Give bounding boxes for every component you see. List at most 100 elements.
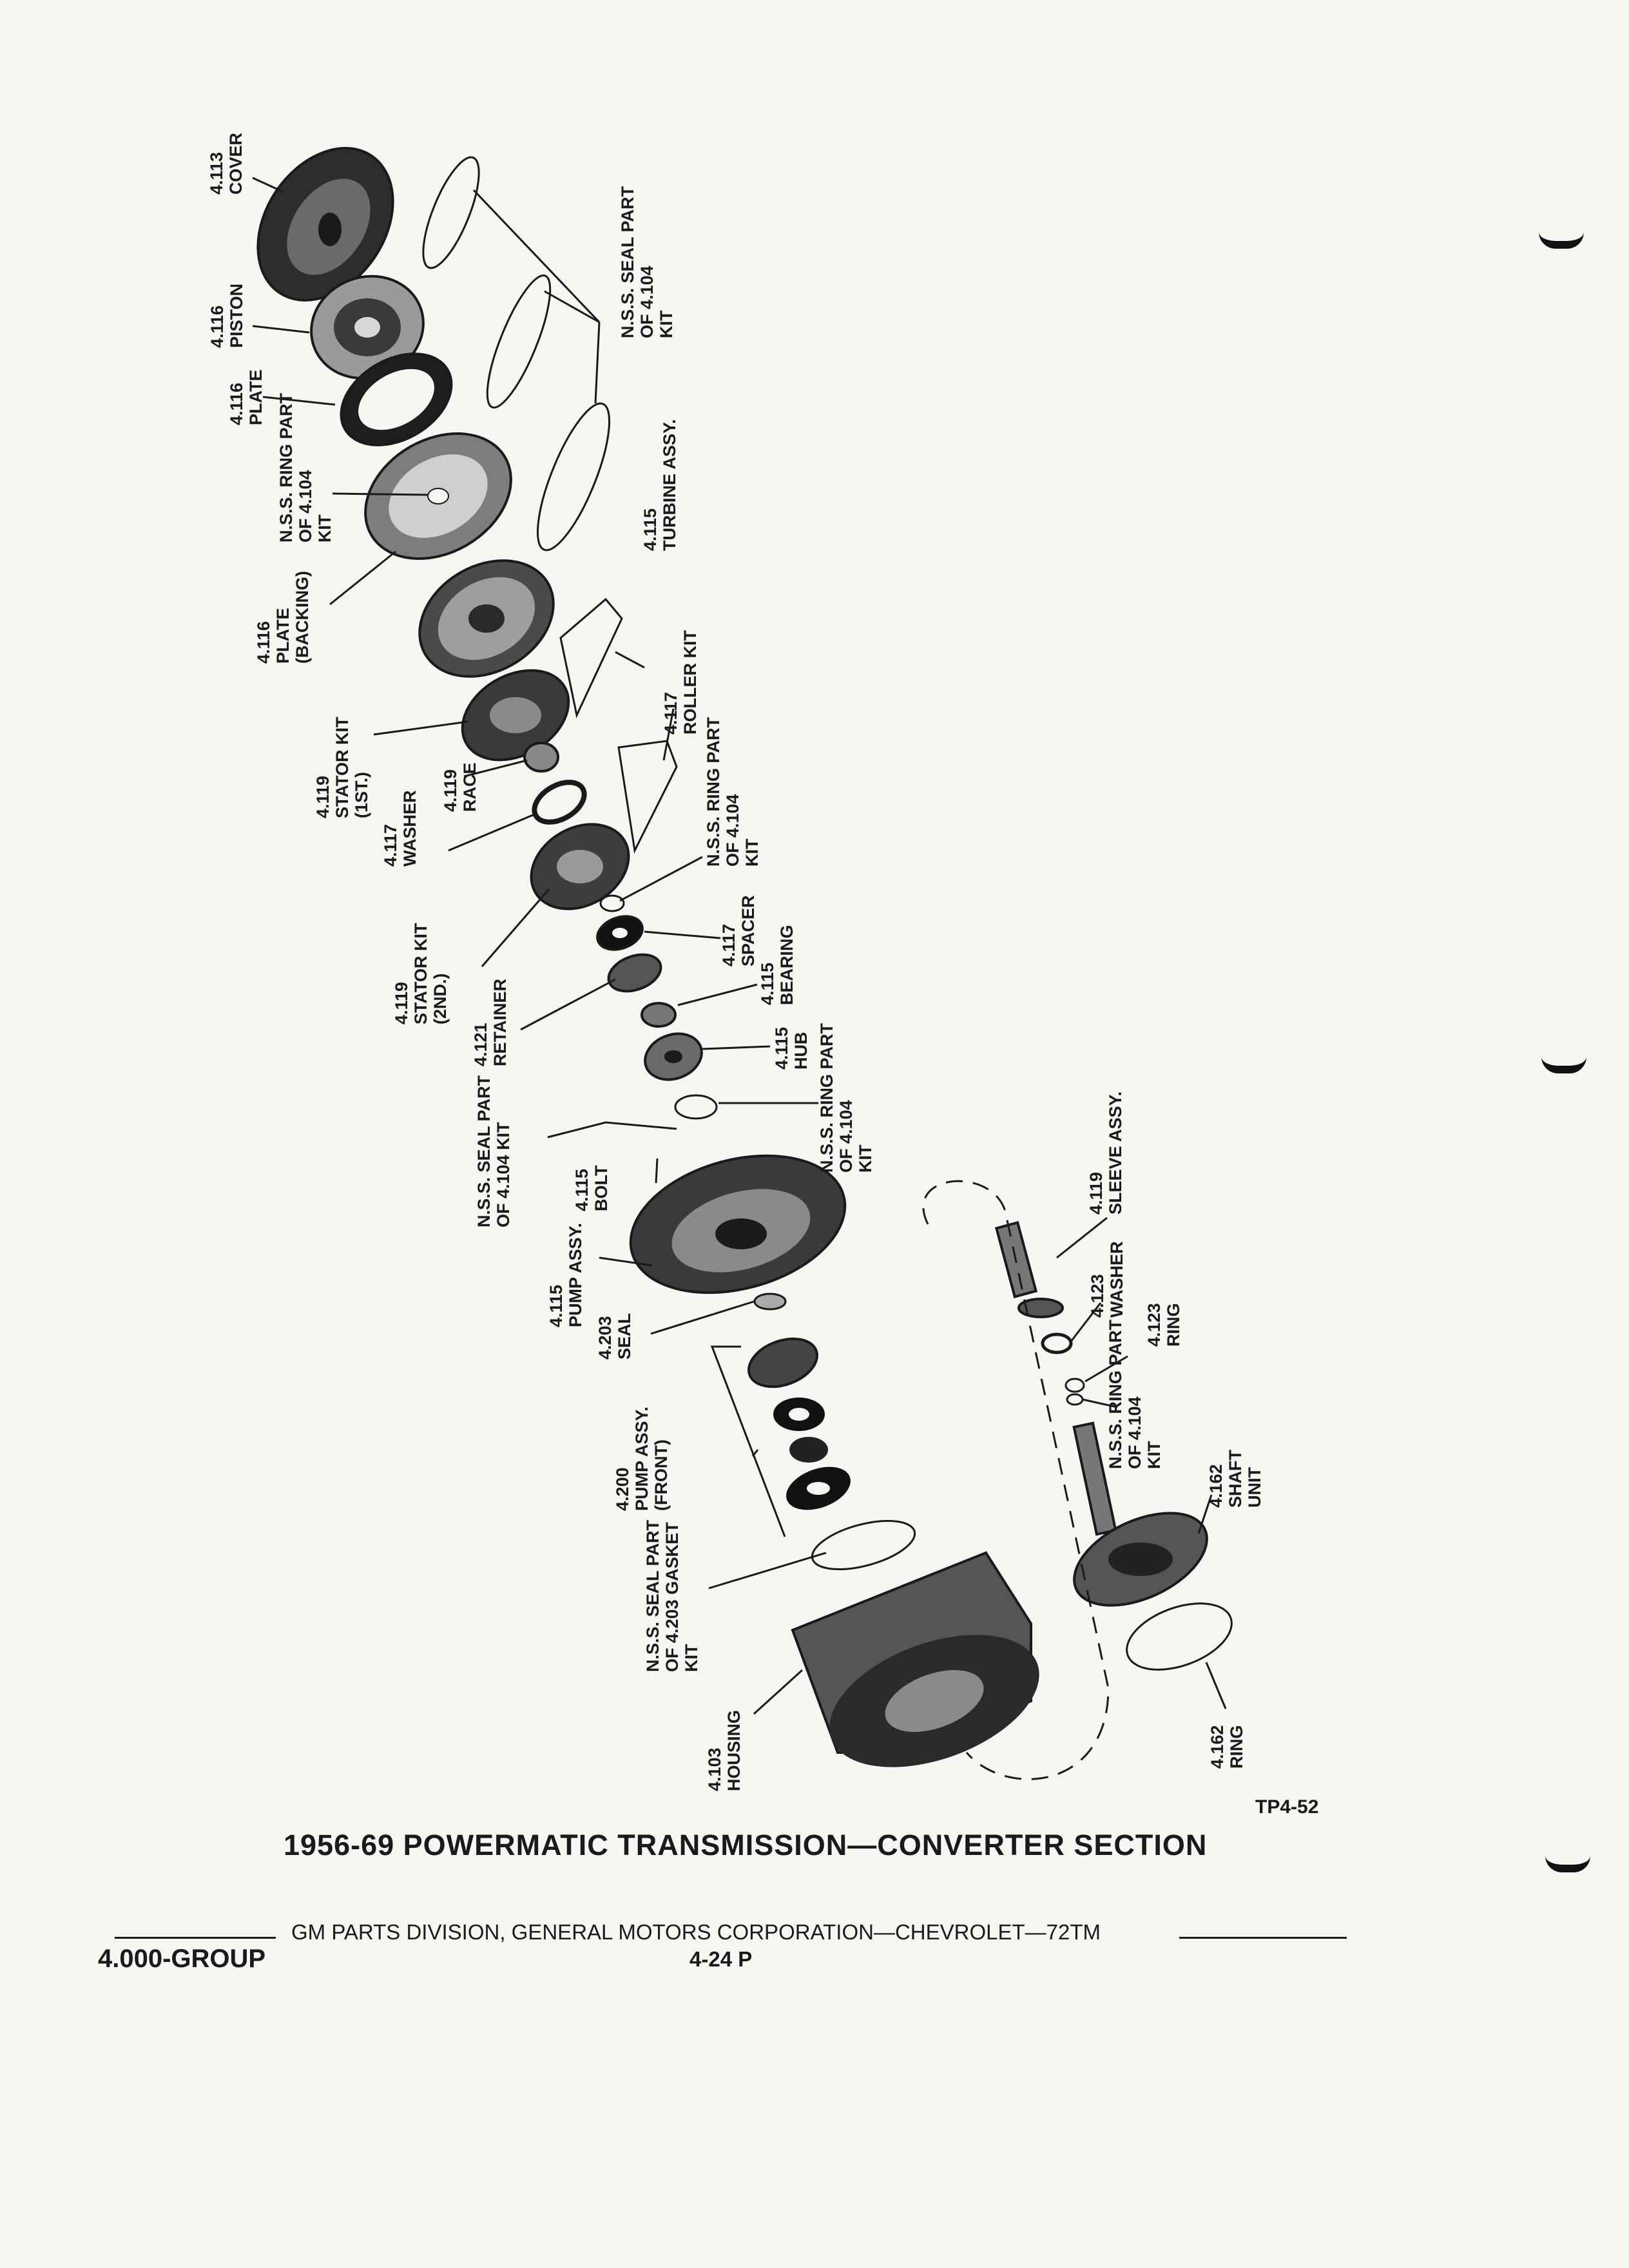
washer-117-part bbox=[532, 780, 587, 825]
turbine-part bbox=[418, 559, 555, 678]
footer-rule-right bbox=[1179, 1937, 1347, 1939]
label-plate-backing-line-1: 4.116 bbox=[254, 621, 273, 664]
label-ring-kit-1-line-2: OF 4.104 bbox=[296, 470, 315, 543]
label-sleeve-assy-line-2: SLEEVE ASSY. bbox=[1106, 1091, 1125, 1215]
label-ring-123-line-1: 4.123 bbox=[1144, 1303, 1164, 1347]
label-bolt: 4.115 BOLT bbox=[572, 1164, 611, 1211]
label-pump-front-line-3: (FRONT) bbox=[651, 1439, 671, 1511]
label-ring-kit-2: N.S.S. RING PART OF 4.104 KIT bbox=[704, 712, 762, 867]
label-ring-kit-4-line-1: N.S.S. RING PART bbox=[1106, 1319, 1125, 1469]
bearing-part bbox=[641, 1002, 677, 1028]
footer-publisher: GM PARTS DIVISION, GENERAL MOTORS CORPOR… bbox=[291, 1920, 1101, 1944]
seal-rings bbox=[422, 156, 611, 552]
label-ring-kit-1-line-1: N.S.S. RING PART bbox=[276, 392, 296, 543]
label-hub-line-2: HUB bbox=[791, 1032, 811, 1070]
front-pump-part bbox=[747, 1337, 851, 1510]
label-race: 4.119 RACE bbox=[441, 762, 479, 812]
seal-203-part bbox=[753, 1293, 787, 1311]
label-cover-assy: 4.113 COVER bbox=[207, 133, 246, 195]
label-seal-kit-1-line-2: OF 4.104 bbox=[637, 265, 657, 338]
label-gasket: N.S.S. SEAL PART OF 4.203 GASKET KIT bbox=[643, 1515, 701, 1672]
label-ring-kit-1: N.S.S. RING PART OF 4.104 KIT bbox=[276, 388, 334, 543]
label-ring-kit-3-line-2: OF 4.104 bbox=[836, 1100, 856, 1173]
stator-1st-part bbox=[461, 669, 570, 762]
label-ring-kit-2-line-2: OF 4.104 bbox=[723, 794, 742, 867]
label-retainer-line-1: 4.121 bbox=[471, 1023, 490, 1066]
plate-part bbox=[340, 352, 453, 447]
small-ring-part bbox=[599, 894, 625, 912]
label-ring-162-line-1: 4.162 bbox=[1208, 1725, 1227, 1769]
label-roller-kit: 4.117 ROLLER KIT bbox=[661, 630, 700, 735]
label-shaft-unit-line-3: UNIT bbox=[1245, 1467, 1264, 1508]
washer-123-part bbox=[1041, 1332, 1073, 1354]
label-roller-kit-line-2: ROLLER KIT bbox=[680, 630, 700, 735]
figure-code: TP4-52 bbox=[1255, 1796, 1319, 1818]
footer-rule-left bbox=[115, 1937, 276, 1939]
label-seal-kit-2-line-1: N.S.S. SEAL PART bbox=[474, 1075, 494, 1227]
assembly-dashed-path bbox=[922, 1180, 1110, 1780]
label-gasket-line-3: KIT bbox=[682, 1644, 701, 1672]
pump-assy-part bbox=[629, 1154, 847, 1294]
label-washer-117-line-2: WASHER bbox=[400, 790, 419, 867]
label-piston-line-2: PISTON bbox=[227, 284, 246, 348]
label-seal-203-line-2: SEAL bbox=[615, 1313, 634, 1360]
label-sleeve-assy: 4.119 SLEEVE ASSY. bbox=[1086, 1091, 1125, 1215]
label-ring-kit-1-line-3: KIT bbox=[315, 514, 334, 543]
label-stator-1st: 4.119 STATOR KIT (1ST.) bbox=[313, 712, 371, 818]
label-cover-assy-line-2: COVER bbox=[226, 133, 246, 195]
label-ring-kit-3: N.S.S. RING PART OF 4.104 KIT bbox=[817, 1018, 875, 1173]
label-pump-assy-line-1: 4.115 bbox=[546, 1285, 566, 1327]
label-hub: 4.115 HUB bbox=[772, 1022, 811, 1070]
ring-kit-4-part bbox=[1066, 1393, 1084, 1406]
label-washer-123: 4.123 WASHER bbox=[1088, 1241, 1126, 1318]
label-bearing-line-1: 4.115 bbox=[758, 963, 777, 1005]
leader-lines bbox=[252, 177, 1227, 1715]
label-seal-203: 4.203 SEAL bbox=[595, 1311, 634, 1360]
gasket-ring-part bbox=[811, 1520, 916, 1570]
part-labels: 4.113 COVER 4.116 PISTON 4.116 PLATE N.S… bbox=[207, 133, 1264, 1791]
label-retainer-line-2: RETAINER bbox=[490, 979, 510, 1066]
housing-part bbox=[791, 1551, 1039, 1767]
ring-162-part bbox=[1126, 1602, 1233, 1671]
label-ring-kit-2-line-1: N.S.S. RING PART bbox=[704, 716, 723, 867]
label-stator-2nd-line-3: (2ND.) bbox=[430, 974, 450, 1025]
label-gasket-line-2: OF 4.203 GASKET bbox=[662, 1522, 682, 1672]
punch-mark-top bbox=[1539, 232, 1584, 249]
label-shaft-unit-line-1: 4.162 bbox=[1206, 1464, 1226, 1508]
label-stator-2nd-line-2: STATOR KIT bbox=[411, 923, 430, 1024]
label-plate-line-2: PLATE bbox=[246, 370, 265, 426]
spacer-part bbox=[596, 915, 644, 951]
label-seal-kit-1-line-1: N.S.S. SEAL PART bbox=[618, 186, 637, 338]
label-bearing-line-2: BEARING bbox=[777, 925, 796, 1005]
label-roller-kit-line-1: 4.117 bbox=[661, 692, 680, 735]
label-spacer-line-1: 4.117 bbox=[719, 924, 738, 966]
label-hub-line-1: 4.115 bbox=[772, 1027, 791, 1070]
punch-mark-middle bbox=[1541, 1057, 1586, 1073]
label-ring-kit-4: N.S.S. RING PART OF 4.104 KIT bbox=[1106, 1314, 1164, 1469]
label-plate: 4.116 PLATE bbox=[227, 370, 265, 426]
label-piston-line-1: 4.116 bbox=[207, 305, 227, 348]
label-turbine-assy-line-2: TURBINE ASSY. bbox=[660, 419, 679, 551]
label-housing-line-1: 4.103 bbox=[705, 1747, 724, 1791]
label-piston: 4.116 PISTON bbox=[207, 284, 246, 348]
label-ring-162: 4.162 RING bbox=[1208, 1720, 1246, 1769]
label-plate-line-1: 4.116 bbox=[227, 383, 246, 425]
label-ring-123-line-2: RING bbox=[1164, 1303, 1183, 1347]
piston-part bbox=[310, 274, 425, 380]
ring-123-part bbox=[1065, 1378, 1085, 1393]
label-housing: 4.103 HOUSING bbox=[705, 1710, 744, 1791]
label-turbine-assy: 4.115 TURBINE ASSY. bbox=[641, 419, 679, 551]
label-sleeve-assy-line-1: 4.119 bbox=[1086, 1172, 1106, 1215]
label-bolt-line-2: BOLT bbox=[592, 1165, 611, 1211]
label-plate-backing-line-2: PLATE bbox=[273, 608, 293, 664]
label-ring-kit-3-line-1: N.S.S. RING PART bbox=[817, 1023, 836, 1173]
ring-kit-3-part bbox=[674, 1094, 718, 1120]
label-ring-123: 4.123 RING bbox=[1144, 1298, 1183, 1347]
label-stator-1st-line-2: STATOR KIT bbox=[333, 716, 352, 818]
label-spacer: 4.117 SPACER bbox=[719, 895, 758, 966]
label-washer-123-line-1: 4.123 bbox=[1088, 1274, 1107, 1318]
label-retainer: 4.121 RETAINER bbox=[471, 979, 510, 1066]
label-seal-kit-1-line-3: KIT bbox=[657, 310, 676, 338]
label-stator-2nd: 4.119 STATOR KIT (2ND.) bbox=[392, 918, 450, 1024]
roller-kit-part bbox=[559, 597, 678, 854]
